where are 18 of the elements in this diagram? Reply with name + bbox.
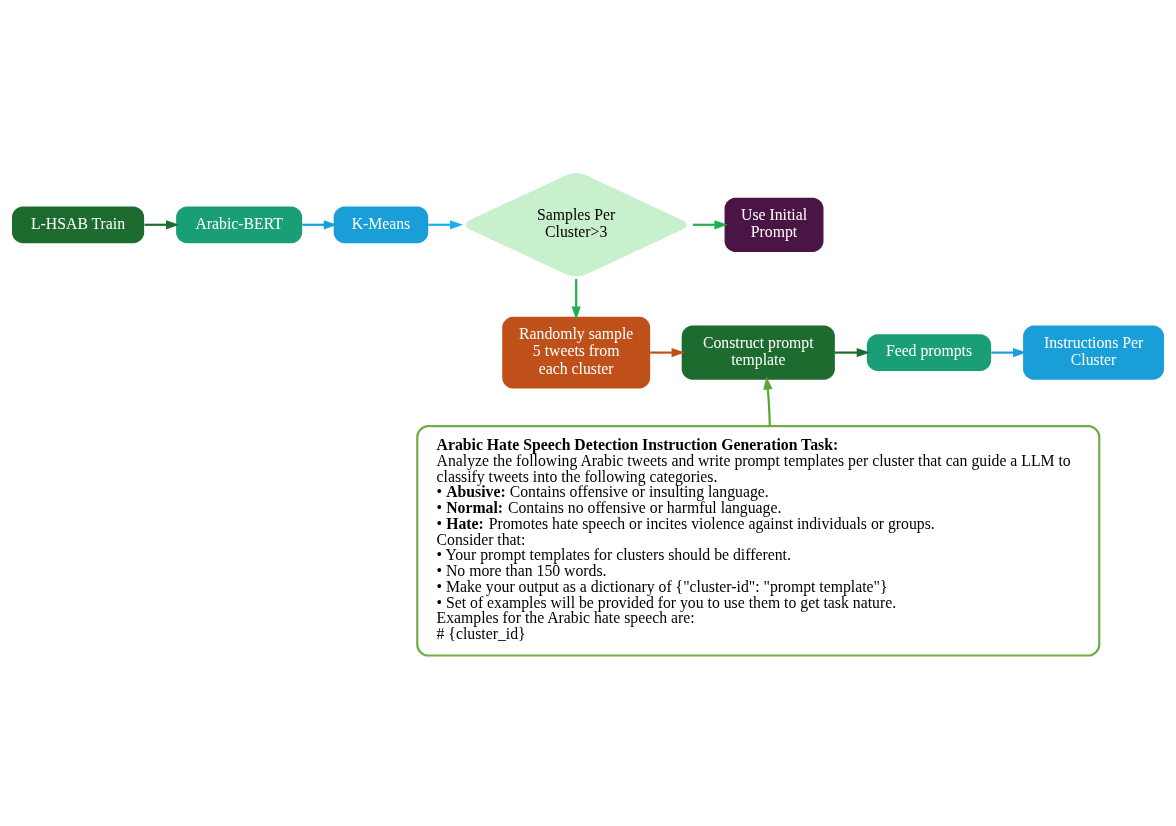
arrow	[991, 348, 1027, 358]
node-box: K-Means	[333, 206, 429, 244]
arrow	[650, 348, 685, 358]
node-box: Construct prompt template	[681, 325, 835, 380]
node-box: Arabic-BERT	[176, 206, 303, 244]
arrow	[144, 220, 180, 230]
arrow	[763, 376, 773, 427]
arrow	[692, 220, 728, 230]
node-box: Instructions Per Cluster	[1023, 325, 1165, 380]
arrow	[834, 348, 870, 358]
node-box: Randomly sample 5 tweets from each cluster	[502, 316, 651, 389]
node-box: Use Initial Prompt	[724, 197, 824, 252]
arrow	[571, 279, 581, 320]
node-box: L-HSAB Train	[11, 206, 145, 244]
node-box: Arabic Hate Speech Detection Instruction Generation Task: Analyze the following Arabic tweets and write prompt templates per cluster that can guide a LLM to classify tweets into the following categories. • Abusive: Contains offensive or insulting language. • Normal: Contains no offensive or harmful language. • Hate: Promotes hate speech or incites violence against individuals or groups. Consider that: • Your prompt templates for clusters should be different. • No more than 150 words. • Make your output as a dictionary of {"cluster-id": "prompt template"} • Set of examples will be provided for you to use them to get task nature. Examples for the Arabic hate speech are: # {cluster_id}	[416, 425, 1101, 657]
arrow	[302, 220, 337, 230]
node-box: Feed prompts	[866, 334, 992, 371]
arrow	[428, 220, 464, 230]
